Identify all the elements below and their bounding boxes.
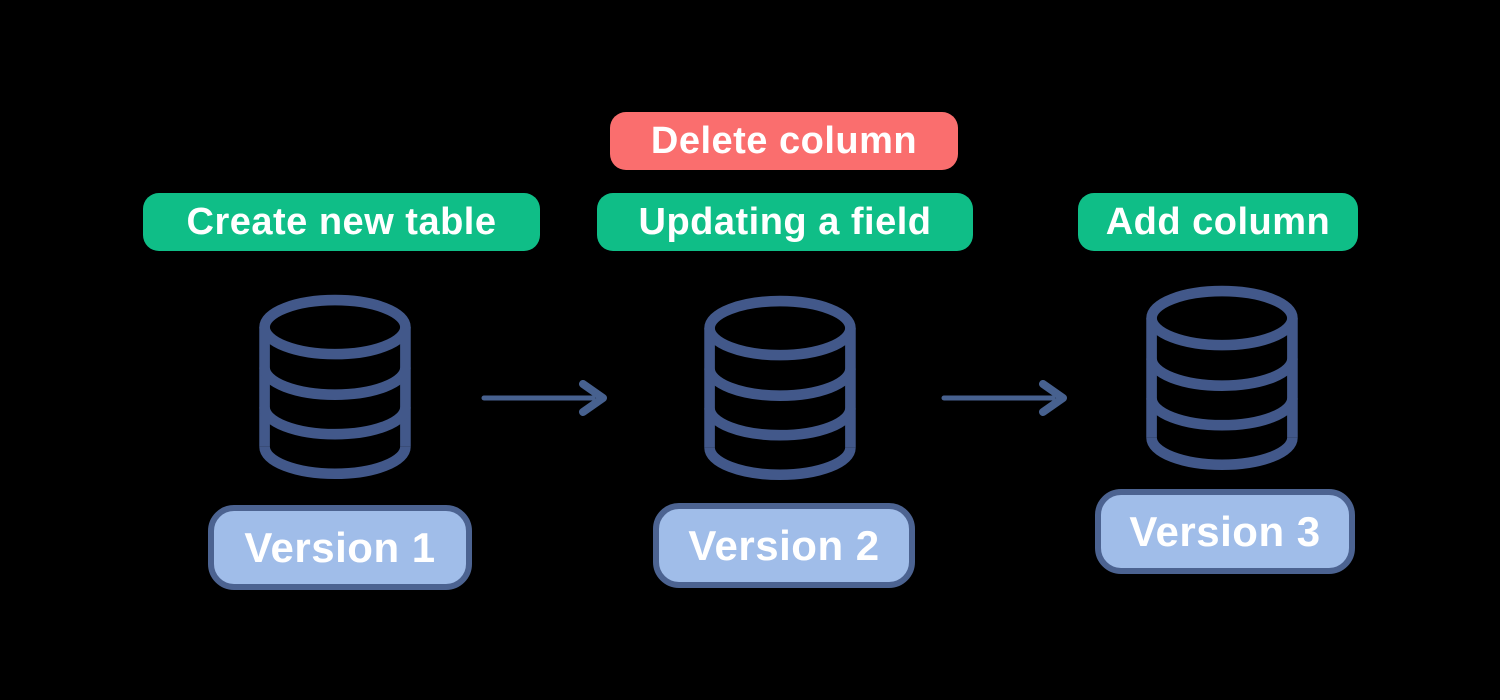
operation-label: Create new table <box>186 200 497 243</box>
version-badge-version-2: Version 2 <box>653 503 915 588</box>
database-icon <box>698 291 862 486</box>
database-icon <box>1140 281 1304 476</box>
version-badge-version-1: Version 1 <box>208 505 472 590</box>
operation-badge-add-column: Add column <box>1078 193 1358 251</box>
operation-badge-delete-column: Delete column <box>610 112 958 170</box>
operation-badge-create-new-table: Create new table <box>143 193 540 251</box>
operation-label: Add column <box>1105 200 1331 243</box>
version-label: Version 2 <box>688 521 880 569</box>
operation-label: Delete column <box>650 119 918 162</box>
version-badge-version-3: Version 3 <box>1095 489 1355 574</box>
operation-label: Updating a field <box>638 200 932 243</box>
database-icon <box>253 290 417 485</box>
right-arrow-icon <box>481 378 609 423</box>
version-label: Version 1 <box>244 523 436 571</box>
operation-badge-updating-a-field: Updating a field <box>597 193 973 251</box>
right-arrow-icon <box>941 378 1069 423</box>
version-label: Version 3 <box>1129 507 1321 555</box>
